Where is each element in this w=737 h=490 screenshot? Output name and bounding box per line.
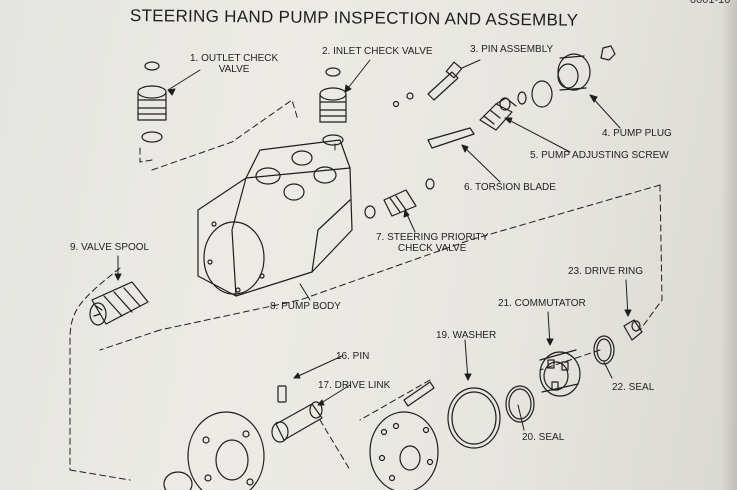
leader-lines [114, 59, 632, 431]
label-drive-ring: 23. DRIVE RING [568, 266, 644, 277]
label-steering-priority-check-valve: 7. STEERING PRIORITY CHECK VALVE [376, 232, 489, 254]
steering-priority-check-valve-part [364, 178, 435, 219]
spacer-plate-part [369, 411, 439, 490]
label-pin: 16. PIN [336, 351, 370, 362]
label-commutator: 21. COMMUTATOR [498, 298, 586, 309]
label-torsion-blade: 6. TORSION BLADE [464, 182, 556, 193]
page-number: 0001-10 [690, 0, 731, 6]
torsion-blade-part [427, 127, 475, 149]
label-pump-body: 8. PUMP BODY [270, 301, 341, 312]
label-washer: 19. WASHER [436, 330, 497, 341]
inlet-check-valve-part [319, 67, 347, 146]
label-inlet-check-valve: 2. INLET CHECK VALVE [322, 46, 433, 57]
label-drive-link: 17. DRIVE LINK [318, 380, 391, 391]
label-pin-assembly: 3. PIN ASSEMBLY [470, 44, 554, 55]
pump-body-part [197, 139, 353, 297]
drive-link-part [271, 381, 435, 443]
pin-part [277, 385, 287, 403]
seal-22-part [593, 335, 615, 365]
drive-ring-part [623, 319, 643, 341]
label-seal-22: 22. SEAL [612, 382, 655, 393]
label-pump-plug: 4. PUMP PLUG [602, 128, 672, 139]
pin-assembly-part [392, 61, 463, 108]
assembly-dashed-lines [69, 99, 663, 481]
valve-spool-part [89, 281, 149, 326]
gerotor-part [163, 411, 265, 490]
label-outlet-check-valve: 1. OUTLET CHECK VALVE [190, 53, 279, 75]
page-shadow-edge [721, 0, 737, 490]
pump-plug-part [517, 45, 616, 108]
seal-20-part [505, 385, 535, 423]
label-valve-spool: 9. VALVE SPOOL [70, 242, 150, 253]
commutator-part [539, 349, 581, 397]
outlet-check-valve-part [137, 61, 167, 143]
pump-adjusting-screw-part [479, 97, 517, 131]
label-seal-20: 20. SEAL [522, 432, 565, 443]
label-pump-adjusting-screw: 5. PUMP ADJUSTING SCREW [530, 150, 669, 161]
washer-part [447, 387, 501, 449]
